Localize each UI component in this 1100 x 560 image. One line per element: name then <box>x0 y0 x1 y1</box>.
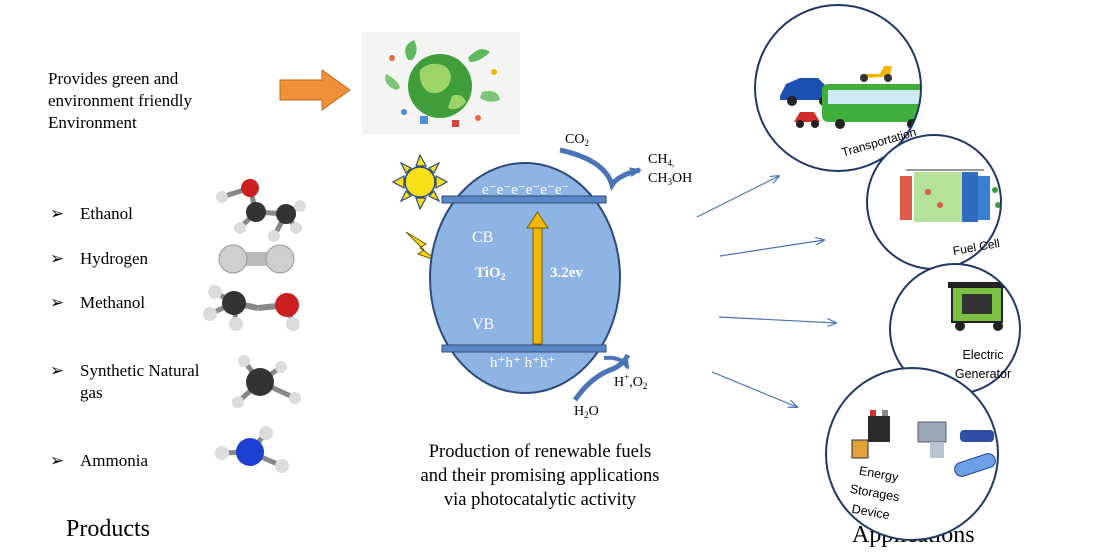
product-ammonia: ➢ Ammonia <box>50 450 210 472</box>
band-gap-label: 3.2ev <box>550 265 583 281</box>
fuel-cell-icon <box>900 169 1001 222</box>
generator-label-line-1: Electric <box>963 348 1004 362</box>
h2o-curved-arrow-head <box>603 355 630 370</box>
environment-statement: Provides green and environment friendly … <box>48 68 288 134</box>
holes-label: h⁺h⁺ h⁺h⁺ <box>490 355 555 371</box>
diagram-caption: Production of renewable fuels and their … <box>340 440 740 512</box>
green-globe-icon <box>362 32 520 134</box>
generator-label-line-2: Generator <box>955 367 1011 381</box>
ethanol-molecule-icon <box>216 179 306 242</box>
environment-line-2: environment friendly <box>48 91 192 110</box>
bullet-icon: ➢ <box>50 249 65 268</box>
photocatalyst-particle <box>429 162 621 394</box>
product-label: Hydrogen <box>80 249 148 268</box>
application-fuel-cell: Fuel Cell <box>866 134 1002 270</box>
caption-line-3: via photocatalytic activity <box>443 490 637 510</box>
cb-label: CB <box>472 229 493 246</box>
co2-curved-arrow <box>559 147 642 192</box>
sun-icon <box>391 153 449 211</box>
product-label: Ethanol <box>80 204 133 223</box>
valence-band-bar <box>441 344 607 353</box>
methane-molecule-icon <box>232 355 301 408</box>
ammonia-molecule-icon <box>215 426 289 473</box>
product-synthetic-natural-gas: ➢ Synthetic Natural gas <box>50 360 220 404</box>
electrons-label: e⁻e⁻e⁻e⁻e⁻e⁻ <box>482 182 569 198</box>
methanol-molecule-icon <box>203 285 300 331</box>
storage-label-line-1: Energy <box>858 464 900 485</box>
arrow-to-generator <box>718 316 836 323</box>
bullet-icon: ➢ <box>50 204 65 223</box>
bullet-icon: ➢ <box>50 293 65 312</box>
application-energy-storage: Energy Storages Device <box>825 367 999 541</box>
caption-line-2: and their promising applications <box>420 466 660 486</box>
product-hydrogen: ➢ Hydrogen <box>50 248 210 270</box>
arrow-to-storage <box>711 371 797 407</box>
co2-label: CO2 <box>565 132 589 148</box>
hydrogen-molecule-icon <box>218 244 295 274</box>
products-title: Products <box>66 516 150 542</box>
environment-line-1: Provides green and <box>48 69 179 88</box>
transportation-icon <box>780 66 921 129</box>
bullet-icon: ➢ <box>50 451 65 470</box>
product-label: Synthetic Natural gas <box>80 361 200 402</box>
generator-icon <box>948 282 1006 331</box>
product-label: Ammonia <box>80 451 148 470</box>
tio2-label: TiO2 <box>475 265 506 283</box>
ch3oh-label: CH3OH <box>648 171 692 187</box>
conduction-band-bar <box>441 195 607 204</box>
h-plus-o2-label: H+,O2 <box>614 372 647 391</box>
product-label: Methanol <box>80 293 146 312</box>
ch4-label: CH4, <box>648 152 674 168</box>
caption-line-1: Production of renewable fuels <box>428 442 652 462</box>
product-ethanol: ➢ Ethanol <box>50 203 210 225</box>
storage-label-line-3: Device <box>851 502 891 522</box>
application-electric-generator: Electric Generator <box>889 263 1021 395</box>
environment-arrow <box>279 69 351 111</box>
vb-label: VB <box>472 316 494 333</box>
arrow-to-fuel-cell <box>719 240 824 257</box>
battery-icon <box>851 410 996 477</box>
product-methanol: ➢ Methanol <box>50 292 210 314</box>
arrow-to-transportation <box>696 176 779 218</box>
bullet-icon: ➢ <box>50 361 65 380</box>
h2o-label: H2O <box>574 404 599 420</box>
application-transportation: Transportation <box>754 4 922 172</box>
band-gap-arrow <box>526 211 549 345</box>
environment-line-3: Environment <box>48 113 137 132</box>
